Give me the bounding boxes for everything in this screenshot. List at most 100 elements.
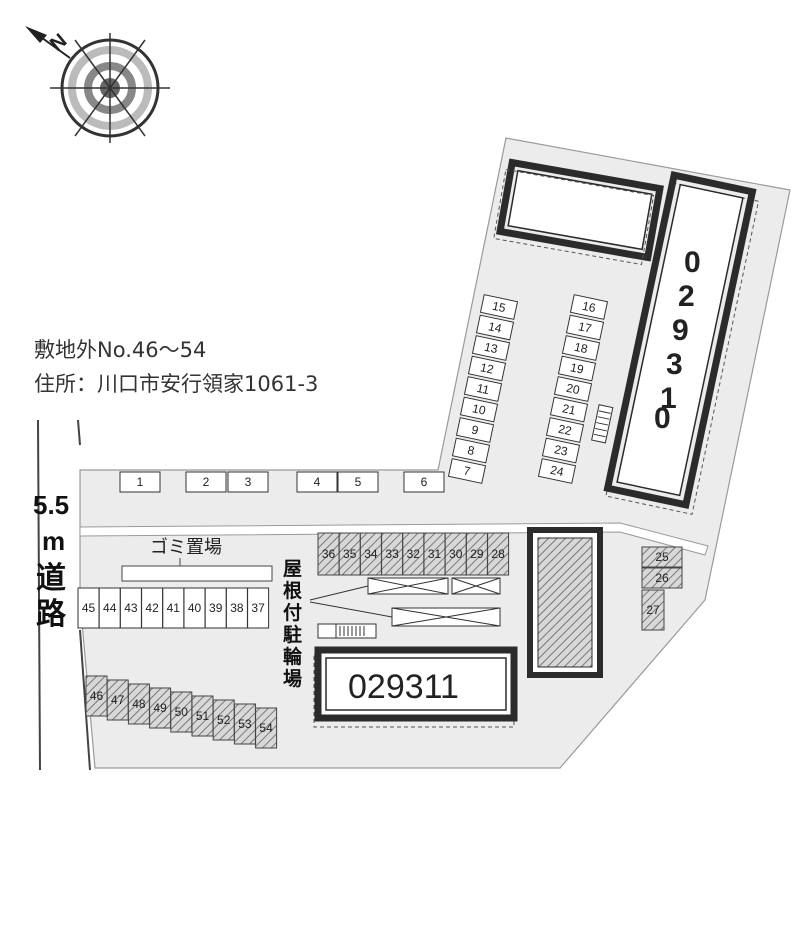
parking-slot-53: 53	[233, 703, 256, 745]
parking-slot-1: 1	[119, 471, 161, 493]
parking-slot-36: 36	[317, 532, 340, 576]
parking-slot-50: 50	[170, 691, 193, 733]
compass-letter: N	[46, 30, 71, 56]
garbage-label: ゴミ置場	[150, 537, 222, 558]
building-hatched	[527, 527, 603, 678]
parking-slot-27: 27	[641, 589, 665, 631]
parking-slot-2: 2	[185, 471, 227, 493]
parking-slot-label: 44	[103, 601, 117, 615]
building-029310-label: 0 2 9 3 1 0	[654, 246, 701, 435]
parking-slot-label: 9	[470, 422, 480, 437]
parking-slot-label: 1	[137, 475, 144, 489]
parking-slot-24: 24	[537, 458, 577, 484]
parking-slot-label: 18	[573, 340, 589, 357]
parking-slot-19: 19	[557, 355, 597, 382]
parking-slot-32: 32	[402, 532, 425, 576]
parking-slot-29: 29	[465, 532, 488, 576]
parking-slot-35: 35	[338, 532, 361, 576]
parking-slot-label: 46	[90, 689, 104, 703]
building-029311-label: 029311	[348, 668, 459, 706]
parking-slot-6: 6	[403, 471, 445, 493]
parking-slot-26: 26	[641, 567, 683, 589]
parking-slot-9: 9	[455, 417, 495, 443]
parking-slot-label: 35	[343, 547, 357, 561]
svg-text:輪: 輪	[283, 645, 303, 668]
svg-text:1: 1	[660, 382, 677, 415]
parking-slot-5: 5	[337, 471, 379, 493]
parking-slot-38: 38	[225, 587, 248, 629]
parking-slot-label: 26	[655, 571, 669, 585]
parking-slot-39: 39	[204, 587, 227, 629]
bike-rack-small	[591, 404, 614, 444]
parking-slot-49: 49	[149, 687, 172, 729]
parking-slot-31: 31	[423, 532, 446, 576]
parking-slot-8: 8	[451, 437, 491, 464]
parking-slot-label: 42	[145, 601, 159, 615]
parking-slot-18: 18	[561, 335, 601, 361]
parking-slot-label: 11	[475, 381, 490, 397]
parking-slot-label: 34	[364, 547, 378, 561]
parking-slot-10: 10	[459, 396, 499, 423]
garbage-area	[121, 565, 273, 582]
parking-slot-4: 4	[296, 471, 338, 493]
svg-text:付: 付	[283, 601, 302, 624]
parking-slot-7: 7	[447, 458, 487, 484]
parking-slot-label: 12	[479, 360, 495, 377]
road-unit: m	[42, 526, 65, 556]
parking-slot-13: 13	[471, 335, 511, 361]
parking-slot-label: 31	[428, 547, 442, 561]
parking-slot-label: 13	[483, 340, 499, 357]
road-width: 5.5	[33, 490, 69, 520]
parking-slot-17: 17	[565, 314, 605, 341]
parking-slot-label: 14	[487, 319, 503, 336]
parking-slot-label: 51	[196, 709, 210, 723]
info-line-1: 敷地外No.46〜54	[34, 338, 206, 362]
parking-slot-label: 20	[565, 381, 581, 398]
parking-slot-label: 40	[188, 601, 202, 615]
parking-slot-label: 43	[124, 601, 138, 615]
bike-parking-label: 屋 根 付 駐 輪 場	[283, 558, 303, 690]
svg-text:屋: 屋	[283, 558, 302, 580]
parking-slot-40: 40	[183, 587, 206, 629]
parking-slot-54: 54	[255, 707, 278, 749]
road-edge-left	[37, 419, 41, 771]
parking-slot-16: 16	[569, 294, 609, 320]
parking-slot-label: 22	[557, 422, 573, 439]
compass-icon	[25, 26, 170, 143]
parking-slot-42: 42	[141, 587, 164, 629]
parking-slot-label: 29	[470, 547, 484, 561]
parking-slot-label: 23	[553, 442, 569, 459]
bike-parking-boxes	[309, 577, 501, 639]
parking-slot-label: 41	[167, 601, 181, 615]
parking-slot-label: 47	[111, 693, 125, 707]
parking-slot-label: 21	[561, 401, 577, 418]
parking-slot-label: 33	[385, 547, 399, 561]
parking-slot-label: 30	[449, 547, 463, 561]
parking-slot-label: 39	[209, 601, 223, 615]
parking-slot-21: 21	[549, 396, 589, 423]
parking-slot-20: 20	[553, 376, 593, 402]
parking-slot-label: 10	[471, 401, 487, 418]
parking-slot-30: 30	[444, 532, 467, 576]
parking-slot-label: 16	[581, 299, 597, 316]
parking-slot-34: 34	[359, 532, 382, 576]
svg-text:3: 3	[666, 348, 683, 381]
parking-slot-label: 2	[203, 475, 210, 489]
parking-slot-label: 36	[322, 547, 336, 561]
info-line-2: 住所：川口市安行領家1061-3	[34, 372, 318, 396]
parking-slot-3: 3	[227, 471, 269, 493]
parking-slot-label: 3	[245, 475, 252, 489]
building-annex	[496, 158, 664, 262]
parking-slot-46: 46	[85, 675, 108, 717]
parking-slot-43: 43	[119, 587, 142, 629]
parking-slot-label: 8	[466, 443, 476, 458]
svg-text:0: 0	[684, 246, 701, 279]
svg-text:駐: 駐	[283, 623, 302, 646]
parking-slot-51: 51	[191, 695, 214, 737]
parking-slot-label: 25	[655, 550, 669, 564]
parking-slot-37: 37	[247, 587, 270, 629]
